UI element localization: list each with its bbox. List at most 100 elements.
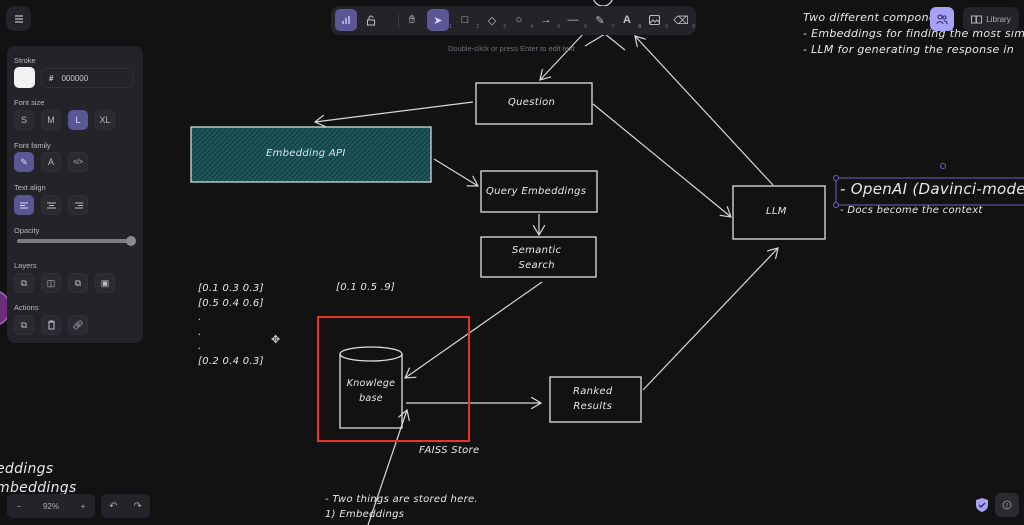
font-size-l-button[interactable]: L	[68, 110, 88, 130]
font-size-label: Font size	[14, 98, 45, 107]
knowledge-base-label: Knowlege base	[345, 376, 397, 406]
library-button[interactable]: Library	[963, 7, 1019, 31]
semantic-search-line: Semantic	[512, 245, 562, 256]
letter-a-icon: A	[47, 157, 54, 167]
vector-row: .	[198, 341, 202, 352]
ranked-results-box[interactable]	[549, 376, 642, 423]
tool-selection[interactable]: ➤1	[427, 9, 452, 31]
query-embeddings-box[interactable]	[480, 170, 598, 213]
bring-to-front-icon: ▣	[100, 277, 110, 288]
query-vector[interactable]: [0.1 0.5 .9]	[336, 282, 396, 293]
shortcut-key: 4	[530, 24, 533, 30]
tool-hand[interactable]: ✋︎	[401, 9, 423, 31]
faiss-store-label[interactable]: FAISS Store	[419, 445, 480, 456]
collaborate-button[interactable]	[930, 7, 954, 31]
eraser-icon: ⌫	[673, 14, 689, 27]
zoom-level-button[interactable]: 92%	[42, 501, 59, 511]
ranked-results-line: Results	[573, 401, 613, 412]
arrow-question-to-llm[interactable]	[592, 103, 731, 217]
zoom-out-button[interactable]: −	[16, 501, 22, 511]
left-partial-notes[interactable]: eddings mbeddings	[0, 460, 77, 498]
tool-line[interactable]: —6	[562, 9, 588, 31]
actions-label: Actions	[14, 303, 39, 312]
tool-rectangle[interactable]: □2	[454, 9, 479, 31]
opacity-slider-thumb[interactable]	[126, 236, 136, 246]
ranked-results-line: Ranked	[573, 386, 613, 397]
stroke-hex-input[interactable]: #000000	[41, 68, 133, 88]
font-size-xl-button[interactable]: XL	[95, 110, 115, 130]
hamburger-icon	[14, 14, 23, 23]
font-family-code-button[interactable]: </>	[68, 152, 88, 172]
send-backward-icon: ◫	[46, 277, 56, 288]
tool-draw[interactable]: ✎7	[589, 9, 614, 31]
font-size-m-button[interactable]: M	[41, 110, 61, 130]
send-to-back-button[interactable]: ⧉	[14, 273, 34, 293]
embedding-api-box[interactable]	[190, 126, 432, 183]
storage-notes[interactable]: - Two things are stored here. 1) Embeddi…	[325, 492, 478, 522]
opacity-slider-track[interactable]	[17, 239, 133, 243]
tool-arrow[interactable]: →5	[535, 9, 561, 31]
selection-handles[interactable]	[833, 163, 1024, 208]
link-button[interactable]: 🔗︎	[68, 315, 88, 335]
arrow-top-to-question[interactable]	[540, 31, 586, 80]
keep-tool-active-icon	[342, 16, 350, 24]
arrow-question-to-embedding[interactable]	[315, 101, 474, 122]
shield-check-icon[interactable]	[975, 497, 989, 513]
knowledge-base-line: Knowlege	[346, 378, 396, 389]
send-backward-button[interactable]: ◫	[41, 273, 61, 293]
undo-button[interactable]: ↶	[101, 494, 126, 518]
zoom-in-button[interactable]: +	[80, 501, 86, 511]
font-family-normal-button[interactable]: A	[41, 152, 61, 172]
bring-to-front-button[interactable]: ▣	[95, 273, 115, 293]
tool-lock[interactable]	[360, 9, 382, 31]
embedding-api-label: Embedding API	[266, 148, 346, 159]
llm-label: LLM	[766, 206, 787, 217]
bring-forward-button[interactable]: ⧉	[68, 273, 88, 293]
align-right-button[interactable]	[68, 195, 88, 215]
shortcut-key: 7	[611, 24, 614, 30]
question-box[interactable]	[475, 82, 593, 125]
properties-panel: Stroke #000000 Font size S M L XL Font f…	[7, 46, 143, 343]
tool-keep-active[interactable]	[335, 9, 357, 31]
font-family-hand-button[interactable]: ✎	[14, 152, 34, 172]
stroke-color-swatch[interactable]	[14, 67, 35, 88]
delete-button[interactable]	[41, 315, 61, 335]
redo-button[interactable]: ↷	[126, 494, 151, 518]
vector-list[interactable]: [0.1 0.3 0.3] [0.5 0.4 0.6] . . . [0.2 0…	[198, 282, 264, 369]
align-right-icon	[74, 202, 83, 208]
tool-eraser[interactable]: ⌫0	[670, 9, 695, 31]
semantic-search-box[interactable]	[480, 236, 597, 278]
stroke-label: Stroke	[14, 56, 36, 65]
duplicate-button[interactable]: ⧉	[14, 315, 34, 335]
llm-box[interactable]	[732, 185, 826, 240]
notes-top-line: - LLM for generating the response in	[803, 43, 1014, 56]
arrow-icon: →	[540, 14, 552, 26]
knowledge-base-cylinder[interactable]	[339, 346, 403, 429]
align-center-button[interactable]	[41, 195, 61, 215]
context-note[interactable]: - Docs become the context	[840, 205, 983, 216]
tool-diamond[interactable]: ◇3	[481, 9, 506, 31]
shortcut-key: 6	[584, 24, 587, 30]
tool-image[interactable]: 9	[643, 9, 668, 31]
notes-top[interactable]: Two different components - Embeddings fo…	[803, 10, 1024, 58]
shortcut-key: 8	[638, 24, 641, 30]
opacity-label: Opacity	[14, 226, 40, 235]
main-menu-button[interactable]	[6, 6, 31, 31]
tool-ellipse[interactable]: ○4	[508, 9, 533, 31]
send-to-back-icon: ⧉	[20, 277, 28, 288]
arrow-llm-to-top[interactable]	[635, 36, 774, 186]
align-left-button[interactable]	[14, 195, 34, 215]
selected-text-openai[interactable]: - OpenAI (Davinci-model	[840, 180, 1024, 198]
text-icon: A	[623, 14, 631, 26]
align-left-icon	[19, 202, 28, 208]
arrow-embedding-to-query[interactable]	[433, 158, 478, 186]
arrow-ranked-to-llm[interactable]	[642, 248, 778, 391]
shortcut-key: 3	[503, 24, 506, 30]
arrow-search-to-kb[interactable]	[405, 281, 543, 378]
help-button[interactable]	[995, 493, 1019, 517]
vector-row: .	[198, 312, 202, 323]
arrow-bottom-to-kb[interactable]	[367, 410, 407, 525]
font-size-s-button[interactable]: S	[14, 110, 34, 130]
